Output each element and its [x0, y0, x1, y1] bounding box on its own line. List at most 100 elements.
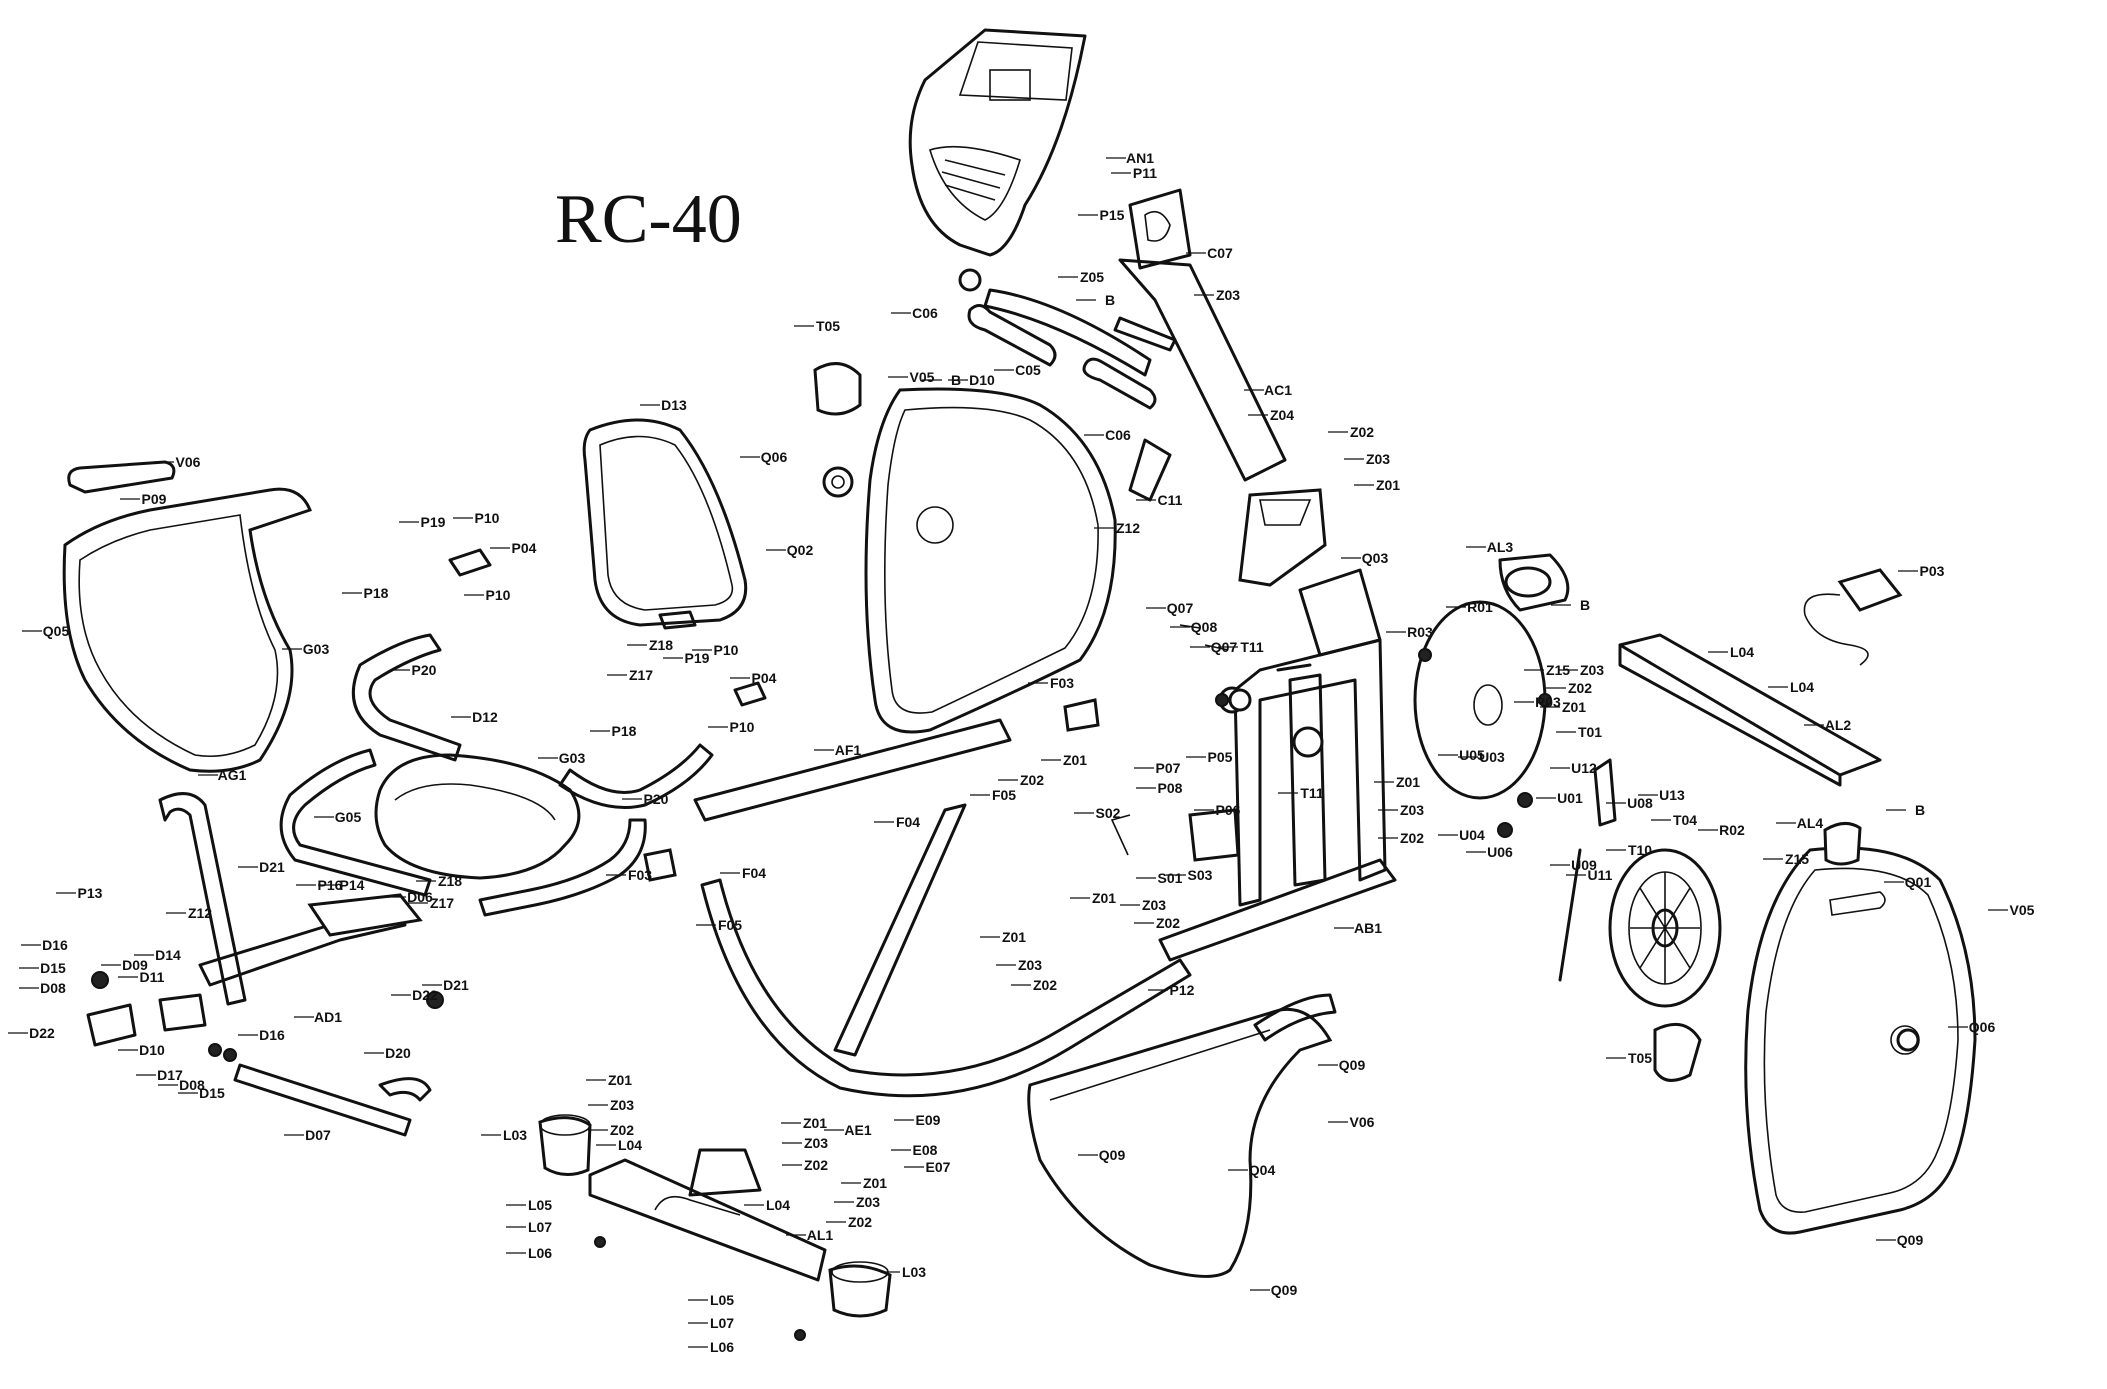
front-rail-assembly [86, 792, 444, 1137]
part-label-u12: U12 [1571, 760, 1597, 776]
part-label-e08: E08 [913, 1142, 938, 1158]
part-label-g05: G05 [335, 809, 362, 825]
part-label-u06: U06 [1487, 844, 1513, 860]
part-label-l07: L07 [528, 1219, 552, 1235]
part-label-t11: T11 [1300, 785, 1324, 801]
transport-wheels-l03 [538, 1114, 892, 1318]
part-label-z02: Z02 [1568, 680, 1592, 696]
part-label-z03: Z03 [1400, 802, 1424, 818]
part-label-p04: P04 [512, 540, 537, 556]
part-label-v05: V05 [910, 369, 935, 385]
part-label-l06: L06 [528, 1245, 552, 1261]
part-label-d16: D16 [42, 937, 68, 953]
part-label-g03: G03 [303, 641, 330, 657]
part-label-z02: Z02 [1350, 424, 1374, 440]
part-label-l04: L04 [766, 1197, 790, 1213]
part-label-z03: Z03 [804, 1135, 828, 1151]
part-label-z03: Z03 [856, 1194, 880, 1210]
part-label-z17: Z17 [629, 667, 653, 683]
part-label-v05: V05 [2010, 902, 2035, 918]
part-label-z15: Z15 [1546, 662, 1570, 678]
part-label-z02: Z02 [1033, 977, 1057, 993]
part-label-d07: D07 [305, 1127, 331, 1143]
part-label-c06: C06 [1105, 427, 1131, 443]
part-label-t11: T11 [1240, 639, 1264, 655]
part-label-z01: Z01 [1376, 477, 1400, 493]
part-label-p10: P10 [714, 642, 739, 658]
part-label-ab1: AB1 [1354, 920, 1382, 936]
drive-pulley-t04 [1608, 848, 1722, 1008]
part-label-l04: L04 [1790, 679, 1814, 695]
part-label-p03: P03 [1920, 563, 1945, 579]
part-label-z03: Z03 [610, 1097, 634, 1113]
part-label-p04: P04 [752, 670, 777, 686]
power-adapter-p03 [1803, 568, 1903, 666]
part-label-z18: Z18 [649, 637, 673, 653]
part-label-al2: AL2 [1825, 717, 1852, 733]
part-label-u13: U13 [1659, 787, 1685, 803]
part-label-v06: V06 [1350, 1114, 1375, 1130]
part-label-d08: D08 [179, 1077, 205, 1093]
part-label-u05: U05 [1459, 747, 1485, 763]
part-label-d10: D10 [139, 1042, 165, 1058]
part-label-p19: P19 [685, 650, 710, 666]
part-label-d12: D12 [472, 709, 498, 725]
right-shroud-q02 [864, 387, 1117, 734]
part-label-e09: E09 [916, 1112, 941, 1128]
part-label-u09: U09 [1571, 857, 1597, 873]
part-label-z03: Z03 [1366, 451, 1390, 467]
part-label-q09: Q09 [1339, 1057, 1366, 1073]
part-label-z02: Z02 [1020, 772, 1044, 788]
part-label-p06: P06 [1216, 802, 1241, 818]
part-label-l03: L03 [503, 1127, 527, 1143]
part-label-b: B [1580, 597, 1590, 613]
pedal-left-t05 [813, 362, 862, 416]
handlebar-grips [958, 268, 1177, 502]
flywheel-r01 [1413, 553, 1570, 800]
part-label-r03: R03 [1407, 624, 1433, 640]
part-label-l05: L05 [710, 1292, 734, 1308]
part-label-q09: Q09 [1271, 1282, 1298, 1298]
seat-frame-tubes [279, 633, 714, 917]
part-label-ad1: AD1 [314, 1009, 342, 1025]
left-shroud-q05 [62, 460, 312, 773]
part-label-t05: T05 [816, 318, 840, 334]
part-label-z15: Z15 [1785, 851, 1809, 867]
part-label-z01: Z01 [1002, 929, 1026, 945]
part-label-l04: L04 [618, 1137, 642, 1153]
part-label-z01: Z01 [608, 1072, 632, 1088]
part-label-p10: P10 [475, 510, 500, 526]
part-label-q02: Q02 [787, 542, 814, 558]
part-label-z03: Z03 [1216, 287, 1240, 303]
console-mast-ac1 [1118, 188, 1327, 587]
part-label-r03: R03 [1535, 694, 1561, 710]
part-label-b: B [951, 372, 961, 388]
part-label-u01: U01 [1557, 790, 1583, 806]
part-label-z01: Z01 [803, 1115, 827, 1131]
part-label-z01: Z01 [863, 1175, 887, 1191]
part-label-l07: L07 [710, 1315, 734, 1331]
part-label-z02: Z02 [1156, 915, 1180, 931]
part-label-q09: Q09 [1099, 1147, 1126, 1163]
part-label-z18: Z18 [438, 873, 462, 889]
part-label-z03: Z03 [1142, 897, 1166, 913]
part-label-s03: S03 [1188, 867, 1213, 883]
part-label-c11: C11 [1158, 492, 1183, 508]
part-label-t05: T05 [1628, 1050, 1652, 1066]
small-hardware [448, 466, 1920, 1052]
part-label-f04: F04 [742, 865, 766, 881]
part-label-q09: Q09 [1897, 1232, 1924, 1248]
part-label-l04: L04 [1730, 644, 1754, 660]
part-label-q06: Q06 [1969, 1019, 1996, 1035]
part-label-z03: Z03 [1018, 957, 1042, 973]
part-label-p05: P05 [1208, 749, 1233, 765]
part-label-p16: P16 [318, 877, 343, 893]
part-label-f04: F04 [896, 814, 920, 830]
part-label-p15: P15 [1100, 207, 1125, 223]
part-label-d16: D16 [259, 1027, 285, 1043]
part-label-af1: AF1 [835, 742, 862, 758]
part-label-d09: D09 [122, 957, 148, 973]
part-label-d15: D15 [40, 960, 66, 976]
